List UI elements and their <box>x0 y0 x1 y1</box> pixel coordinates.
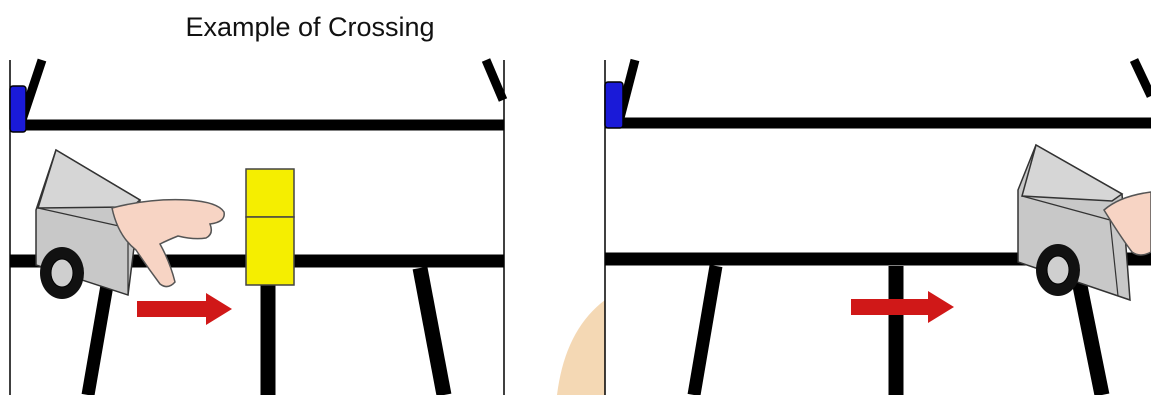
panel-before <box>10 60 504 395</box>
blue-marker <box>10 86 26 132</box>
panel-after <box>605 60 1151 395</box>
blue-marker <box>605 82 623 128</box>
background-circle <box>557 300 605 395</box>
yellow-block <box>246 169 294 285</box>
